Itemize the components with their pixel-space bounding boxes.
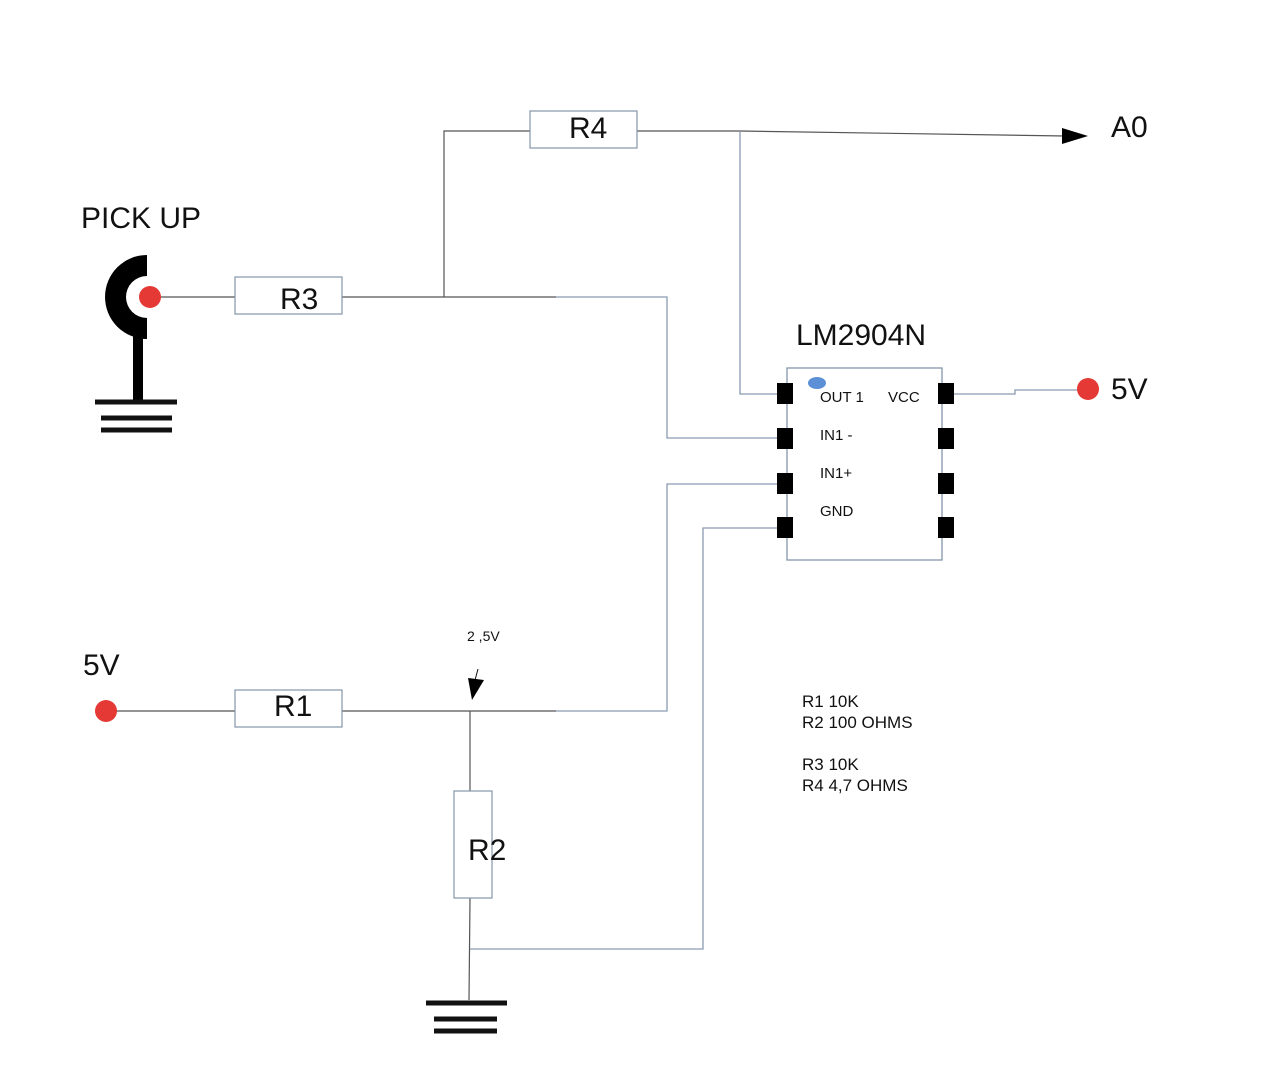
wire-feedback-left <box>443 130 530 297</box>
resistor-r1-label: R1 <box>274 690 312 723</box>
resistor-r2-label: R2 <box>468 834 506 867</box>
divider-voltage-label: 2 ,5V <box>467 628 500 644</box>
note-r1: R1 10K <box>802 692 859 711</box>
wire-gnd-pin <box>470 527 778 950</box>
pin-in1-minus <box>777 428 793 449</box>
pin-in1-plus <box>777 473 793 494</box>
pin-label-in1-minus: IN1 - <box>820 427 853 444</box>
wires <box>106 130 1088 1001</box>
vcc-supply-label: 5V <box>1111 373 1148 406</box>
wire-to-a0 <box>739 130 1066 137</box>
wire-to-in1-minus <box>556 296 778 439</box>
probe-stem <box>474 668 479 681</box>
pickup-symbol-icon <box>95 255 177 433</box>
resistor-r1: R1 <box>234 689 343 728</box>
pin-out1 <box>777 383 793 404</box>
pin-right-3 <box>938 473 954 494</box>
pin-right-2 <box>938 428 954 449</box>
pin-label-gnd: GND <box>820 503 854 520</box>
pin-right-4 <box>938 517 954 538</box>
resistor-r3: R3 <box>234 276 343 316</box>
resistor-r4: R4 <box>529 110 638 149</box>
vcc-terminal <box>1077 378 1099 400</box>
resistor-r4-label: R4 <box>569 112 607 145</box>
ground-symbol-icon <box>426 1000 507 1034</box>
probe-arrow-icon <box>468 678 484 700</box>
resistor-r3-label: R3 <box>280 283 318 316</box>
wire-to-in1-plus <box>556 483 778 712</box>
wire-vcc-5v <box>952 389 1088 395</box>
component-values-note: R1 10K R2 100 OHMS R3 10K R4 4,7 OHMS <box>802 692 913 795</box>
note-r2: R2 100 OHMS <box>802 713 913 732</box>
left-supply-label: 5V <box>83 649 120 682</box>
note-r4: R4 4,7 OHMS <box>802 776 908 795</box>
pin1-marker <box>808 377 826 389</box>
pin-vcc <box>938 383 954 404</box>
ic-name-label: LM2904N <box>796 319 926 352</box>
pickup-label: PICK UP <box>81 202 201 235</box>
pickup-terminal <box>139 286 161 308</box>
pin-label-vcc: VCC <box>888 389 920 406</box>
wire-r2-ground <box>468 897 471 1001</box>
pin-label-out1: OUT 1 <box>820 389 864 406</box>
left-5v-terminal <box>95 700 117 722</box>
pin-gnd <box>777 517 793 538</box>
resistor-r2: R2 <box>453 790 506 899</box>
pin-label-in1-plus: IN1+ <box>820 465 852 482</box>
note-r3: R3 10K <box>802 755 859 774</box>
output-arrow-icon <box>1062 128 1088 144</box>
ic-lm2904n: OUT 1 IN1 - IN1+ GND VCC <box>777 367 954 561</box>
ic-body <box>786 367 943 561</box>
output-label: A0 <box>1111 111 1148 144</box>
wire-to-out1 <box>739 131 778 395</box>
